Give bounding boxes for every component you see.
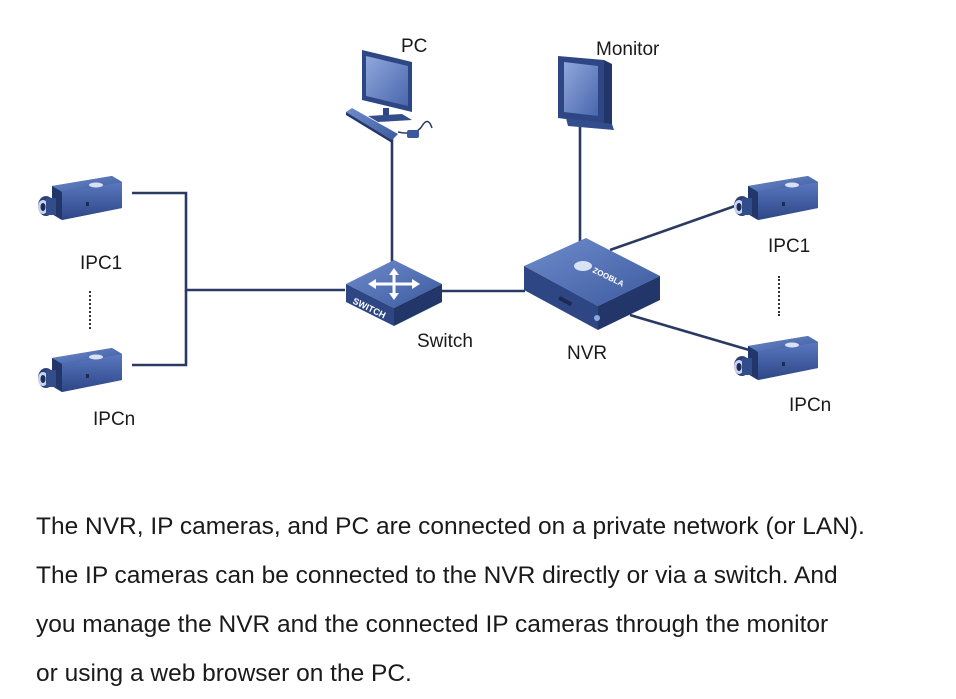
switch-label: Switch [417,331,473,352]
ipc1-left-label: IPC1 [80,253,123,274]
ipc1-right-label: IPC1 [768,236,811,257]
ipcn-left-label: IPCn [93,409,136,430]
ipc1-left-camera-icon [38,176,122,220]
link-ipc1-left-to-switch [132,191,345,292]
right-camera-ellipsis [778,276,784,316]
connection-lines [132,124,757,367]
monitor-label: Monitor [596,39,660,60]
link-nvr-to-ipcn-right [629,313,757,354]
ipc1-right-camera-icon [734,176,818,220]
monitor-device-icon [558,56,614,130]
ipcn-left-camera-icon [38,348,122,392]
description-line-1: The NVR, IP cameras, and PC are connecte… [36,513,865,540]
ipcn-right-label: IPCn [789,395,832,416]
nvr-device-icon: ZOOBLA [524,238,660,330]
description-line-3: you manage the NVR and the connected IP … [36,611,829,638]
nvr-label: NVR [567,343,608,364]
link-nvr-to-ipc1-right [609,198,753,252]
pc-device-icon [346,50,433,143]
ipcn-right-camera-icon [734,336,818,380]
network-topology-diagram: SWITCH ZOOBLA [38,50,818,392]
description-line-2: The IP cameras can be connected to the N… [36,562,838,589]
link-ipcn-left-to-switch [132,290,188,367]
description-line-4: or using a web browser on the PC. [36,660,412,687]
switch-device-icon: SWITCH [346,260,442,326]
description-paragraph: The NVR, IP cameras, and PC are connecte… [36,502,946,698]
pc-label: PC [401,36,428,57]
left-camera-ellipsis [89,291,95,329]
